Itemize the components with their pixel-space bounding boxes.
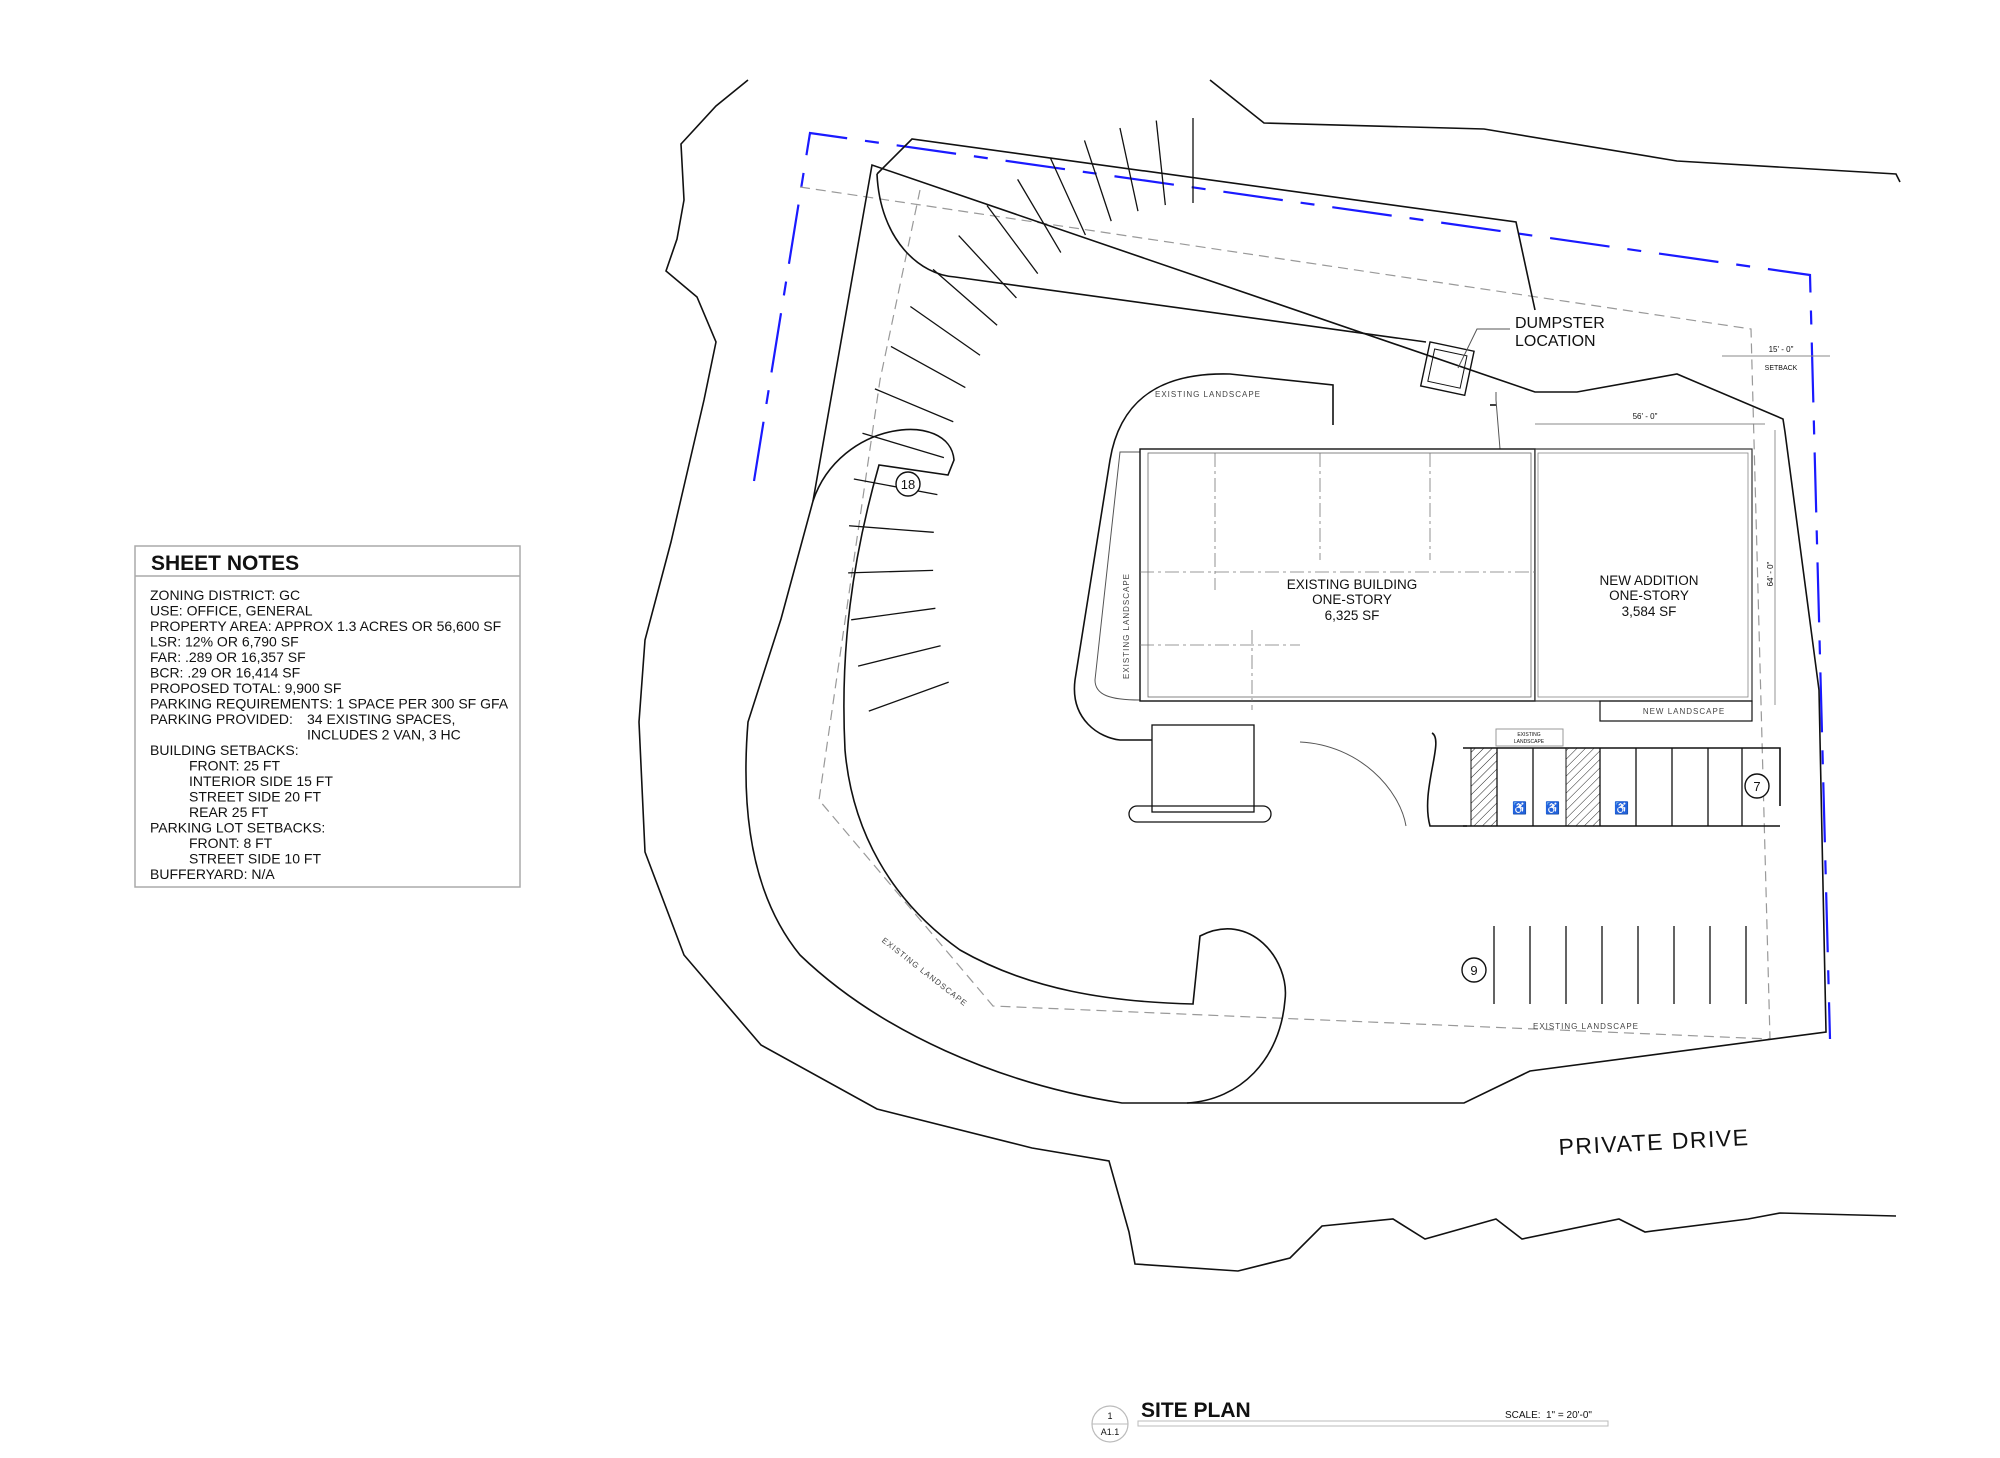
road-edge-north [1209, 79, 1901, 183]
stall-count-right-bottom: 9 [1461, 957, 1487, 983]
setback-label: SETBACK [1765, 365, 1798, 372]
note-line: FAR: .289 OR 16,357 SF [150, 649, 306, 665]
existing-building-label: EXISTING BUILDING [1287, 577, 1418, 592]
note-line: INTERIOR SIDE 15 FT [189, 773, 333, 789]
lot-perimeter [745, 138, 1827, 1104]
stall-line [862, 432, 945, 459]
accessible-icon: ♿ [1512, 801, 1527, 815]
stall-line [890, 345, 966, 389]
existing-building-area: 6,325 SF [1325, 608, 1380, 623]
note-line: PARKING LOT SETBACKS: [150, 820, 325, 836]
existing-landscape-bed [1495, 728, 1564, 747]
left-parking-stalls [848, 118, 1194, 712]
stall-count-right-top: 7 [1744, 773, 1770, 799]
accessible-icon: ♿ [1545, 801, 1560, 815]
note-line: LSR: 12% OR 6,790 SF [150, 634, 299, 650]
existing-landscape-label: EXISTING LANDSCAPE [1155, 390, 1261, 399]
accessible-icon: ♿ [1614, 801, 1629, 815]
stall-line [851, 607, 936, 621]
west-landscape-bed [1094, 451, 1141, 701]
new-addition-label: ONE-STORY [1609, 588, 1689, 603]
note-line: BCR: .29 OR 16,414 SF [150, 665, 300, 681]
new-addition-area: 3,584 SF [1622, 604, 1677, 619]
sheet-notes-title: SHEET NOTES [151, 552, 299, 575]
note-line: FRONT: 25 FT [189, 758, 280, 774]
dumpster-label: DUMPSTER [1515, 315, 1605, 332]
right-parking-lot [1463, 747, 1781, 806]
scale-label: SCALE: [1505, 1410, 1541, 1421]
stall-line [1083, 140, 1112, 222]
note-line: PARKING PROVIDED: [150, 711, 293, 727]
note-line: 34 EXISTING SPACES, [307, 711, 455, 727]
note-line: PARKING REQUIREMENTS: 1 SPACE PER 300 SF… [150, 696, 509, 712]
stall-line [1119, 127, 1139, 212]
stall-line [986, 205, 1039, 275]
note-line: PROPERTY AREA: APPROX 1.3 ACRES OR 56,60… [150, 618, 501, 634]
note-line: PROPOSED TOTAL: 9,900 SF [150, 680, 341, 696]
new-addition-label: NEW ADDITION [1599, 573, 1698, 588]
dimension-width: 56' - 0" [1633, 412, 1658, 421]
stall-line [958, 235, 1017, 299]
north-island-curb [876, 173, 1427, 343]
note-line: FRONT: 8 FT [189, 835, 273, 851]
sheet-notes-panel: SHEET NOTES ZONING DISTRICT: GC USE: OFF… [134, 545, 521, 888]
drawing-title: SITE PLAN [1141, 1399, 1251, 1422]
stall-line [857, 645, 941, 667]
private-drive-label: PRIVATE DRIVE [1558, 1124, 1750, 1160]
new-landscape-bed [1599, 700, 1753, 722]
stall-line [1155, 120, 1166, 206]
note-line: BUILDING SETBACKS: [150, 742, 299, 758]
stall-line [910, 305, 981, 356]
new-addition [1534, 448, 1753, 702]
accessible-aisle [1470, 747, 1498, 827]
note-line: STREET SIDE 10 FT [189, 851, 321, 867]
note-line: ZONING DISTRICT: GC [150, 587, 300, 603]
detail-number: 1 [1107, 1411, 1112, 1421]
note-line: REAR 25 FT [189, 804, 269, 820]
scale-value: 1" = 20'-0" [1546, 1410, 1592, 1421]
dimension-depth: 64' - 0" [1766, 561, 1775, 586]
stall-line [848, 569, 934, 574]
existing-landscape-label: EXISTING LANDSCAPE [1122, 573, 1131, 679]
road-edge [638, 79, 1897, 1272]
site-plan-drawing: 18 EXISTING BUILDING ONE-STORY 6,325 SF … [638, 79, 1901, 1272]
existing-landscape-small-label: LANDSCAPE [1514, 739, 1545, 745]
existing-landscape-label: EXISTING LANDSCAPE [1533, 1022, 1639, 1031]
stall-line [874, 388, 954, 423]
note-line: USE: OFFICE, GENERAL [150, 603, 313, 619]
curb-island [1426, 732, 1467, 827]
stall-line [1017, 179, 1062, 253]
property-line [752, 131, 1832, 1040]
sheet-number: A1.1 [1101, 1427, 1120, 1437]
left-parking-island [812, 428, 1287, 1104]
existing-building-label: ONE-STORY [1312, 592, 1392, 607]
note-line: INCLUDES 2 VAN, 3 HC [307, 727, 461, 743]
setback-dimension: 15' - 0" [1769, 345, 1794, 354]
stall-count-left: 18 [895, 471, 921, 497]
new-landscape-label: NEW LANDSCAPE [1643, 707, 1725, 716]
setback-line [799, 186, 1771, 1040]
note-line: BUFFERYARD: N/A [150, 866, 275, 882]
svg-text:18: 18 [901, 477, 915, 492]
stall-line [868, 681, 949, 712]
stall-line [1049, 157, 1087, 236]
right-parking-stalls [1493, 748, 1747, 1004]
stall-line [848, 525, 934, 533]
stall-line [932, 268, 998, 326]
svg-text:7: 7 [1753, 779, 1760, 794]
title-block: 1 A1.1 SITE PLAN SCALE: 1" = 20'-0" [1091, 1399, 1609, 1443]
existing-building [1139, 448, 1536, 702]
note-line: STREET SIDE 20 FT [189, 789, 321, 805]
entry-ramp [1151, 724, 1255, 813]
dumpster-label: LOCATION [1515, 333, 1596, 350]
svg-text:9: 9 [1470, 963, 1477, 978]
accessible-aisle [1565, 747, 1601, 827]
dumpster-enclosure [1419, 341, 1475, 397]
existing-landscape-small-label: EXISTING [1517, 732, 1540, 738]
entry-walk [1128, 805, 1272, 823]
building-landscape-curb [1073, 373, 1334, 741]
